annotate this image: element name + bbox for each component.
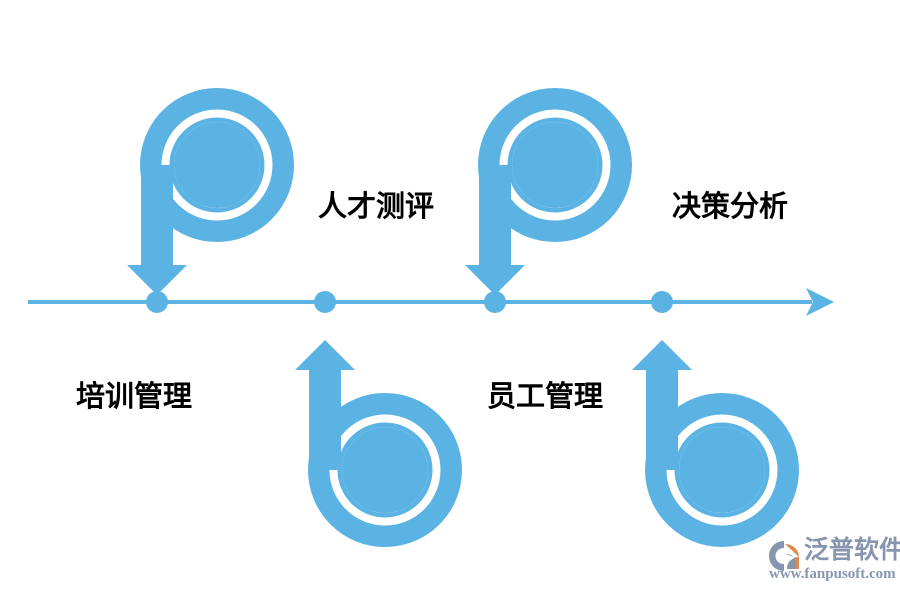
- stage-marker-p-2: [465, 105, 615, 295]
- timeline-node-dots: [146, 291, 673, 313]
- axis-arrowhead-icon: [806, 288, 834, 316]
- watermark-brand-name: 泛普软件: [804, 536, 900, 564]
- timeline-dot-2: [314, 291, 336, 313]
- watermark-url: www.fanpusoft.com: [769, 566, 896, 582]
- fanpu-swoosh-logo-icon: [769, 541, 799, 571]
- timeline-dot-1: [146, 291, 168, 313]
- stage-marker-p-1: [127, 105, 277, 295]
- watermark: 泛普软件 www.fanpusoft.com: [768, 534, 900, 590]
- stage-label-talent-assessment: 人才测评: [318, 191, 435, 223]
- stage-label-employee-management: 员工管理: [487, 381, 604, 413]
- stage-label-decision-analysis: 决策分析: [672, 191, 789, 223]
- stage-marker-b-2: [632, 340, 782, 530]
- stage-label-training-management: 培训管理: [76, 381, 193, 413]
- stage-marker-b-1: [295, 340, 445, 530]
- timeline-dot-3: [484, 291, 506, 313]
- timeline-dot-4: [651, 291, 673, 313]
